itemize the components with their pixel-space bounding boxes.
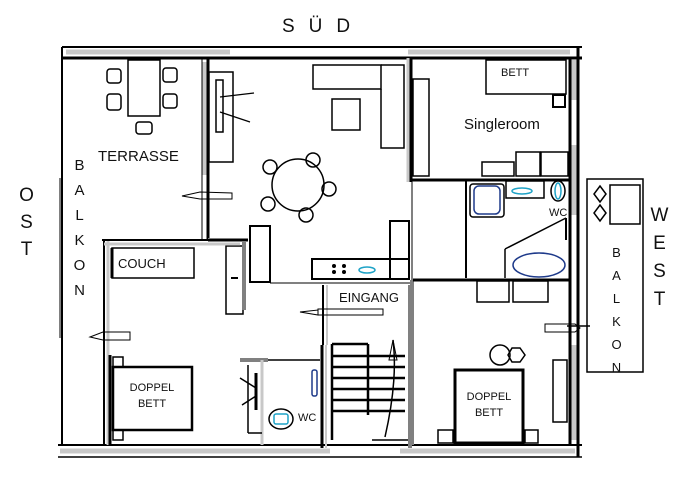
shower-icon	[473, 185, 501, 215]
balcony-east-text: BALKON	[71, 157, 88, 307]
double-bed-right-line1: DOPPEL	[466, 391, 512, 403]
compass-west-label: WEST	[649, 205, 670, 317]
compass-east-label: OST	[12, 185, 40, 266]
entrance-staircase	[299, 285, 412, 448]
compass-west-text: WEST	[649, 205, 670, 317]
singleroom-bed-label: BETT	[501, 67, 530, 79]
balcony-west	[544, 178, 644, 373]
stove-icon	[332, 264, 346, 274]
bathroom	[465, 180, 567, 278]
compass-east-text: OST	[16, 185, 37, 266]
bedroom-right	[413, 278, 570, 445]
terrace-label: TERRASSE	[98, 148, 179, 165]
windows	[60, 49, 577, 454]
sink-icon	[358, 266, 376, 274]
bathtub-icon	[512, 252, 566, 278]
guest-basin-icon	[273, 413, 289, 425]
washbasin-icon	[511, 187, 533, 195]
bathroom-wc-label: WC	[549, 207, 568, 219]
balcony-west-text: BALKON	[609, 245, 624, 383]
balcony-west-label: BALKON	[609, 245, 624, 383]
bedroom-left	[88, 239, 248, 445]
toilet-bowl-icon	[554, 182, 562, 200]
guest-toilet-icon	[311, 369, 318, 397]
living-area	[208, 64, 405, 315]
double-bed-right-label: DOPPEL BETT	[458, 389, 520, 421]
couch-label: COUCH	[118, 256, 166, 271]
entrance-label: EINGANG	[339, 290, 399, 305]
double-bed-right-line2: BETT	[474, 407, 504, 419]
double-bed-left-label: DOPPEL BETT	[122, 380, 182, 412]
compass-south-label: SÜD	[282, 16, 365, 37]
toilet-icon	[550, 180, 566, 202]
singleroom-label: Singleroom	[464, 116, 540, 133]
stairs	[330, 342, 405, 440]
double-bed-left-line2: BETT	[137, 398, 167, 410]
balcony-east-label: BALKON	[71, 157, 88, 307]
terrace-area	[59, 58, 233, 338]
singleroom	[406, 56, 570, 182]
double-bed-left-line1: DOPPEL	[129, 382, 175, 394]
guest-toilet-outline-icon	[268, 408, 294, 430]
guest-wc	[239, 345, 327, 448]
guest-wc-label: WC	[298, 412, 317, 424]
hall	[411, 182, 570, 282]
